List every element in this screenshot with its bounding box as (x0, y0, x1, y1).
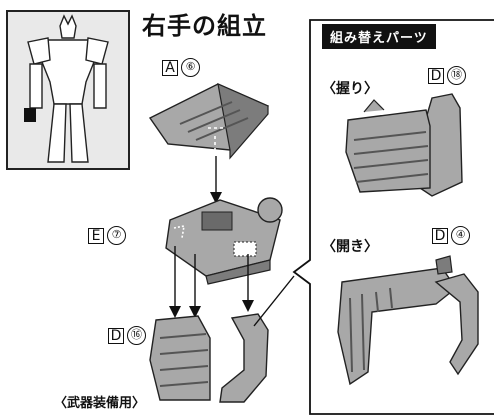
open-hand-part (337, 255, 479, 386)
part-number: ⑯ (127, 326, 146, 345)
page-title: 右手の組立 (142, 12, 267, 40)
back-plate-part (148, 82, 270, 160)
part-label-top: A ⑥ (162, 58, 200, 77)
grip-label: 〈握り〉 (322, 81, 378, 97)
robot-thumbnail (6, 10, 130, 170)
part-number: ⑥ (181, 58, 200, 77)
alternate-parts-header: 組み替えパーツ (322, 24, 436, 49)
open-label: 〈開き〉 (322, 239, 378, 255)
part-letter: D (108, 327, 124, 344)
part-label-bottom: D ⑯ (108, 326, 146, 345)
part-number: ⑦ (107, 226, 126, 245)
weapon-grip-label: 〈武器装備用〉 (54, 396, 146, 411)
robot-silhouette-icon (24, 14, 109, 163)
part-letter: A (162, 59, 178, 76)
part-number: ⑱ (447, 66, 466, 85)
part-letter: D (432, 227, 448, 244)
part-number: ④ (451, 226, 470, 245)
highlighted-hand-icon (24, 108, 36, 122)
finger-part (149, 313, 269, 403)
part-letter: D (428, 67, 444, 84)
open-part-label: D ④ (432, 226, 470, 245)
part-label-middle: E ⑦ (88, 226, 126, 245)
grip-hand-part (345, 93, 463, 197)
assembly-diagram (148, 82, 283, 403)
part-letter: E (88, 227, 104, 244)
callout-connector (253, 275, 295, 327)
grip-part-label: D ⑱ (428, 66, 466, 85)
